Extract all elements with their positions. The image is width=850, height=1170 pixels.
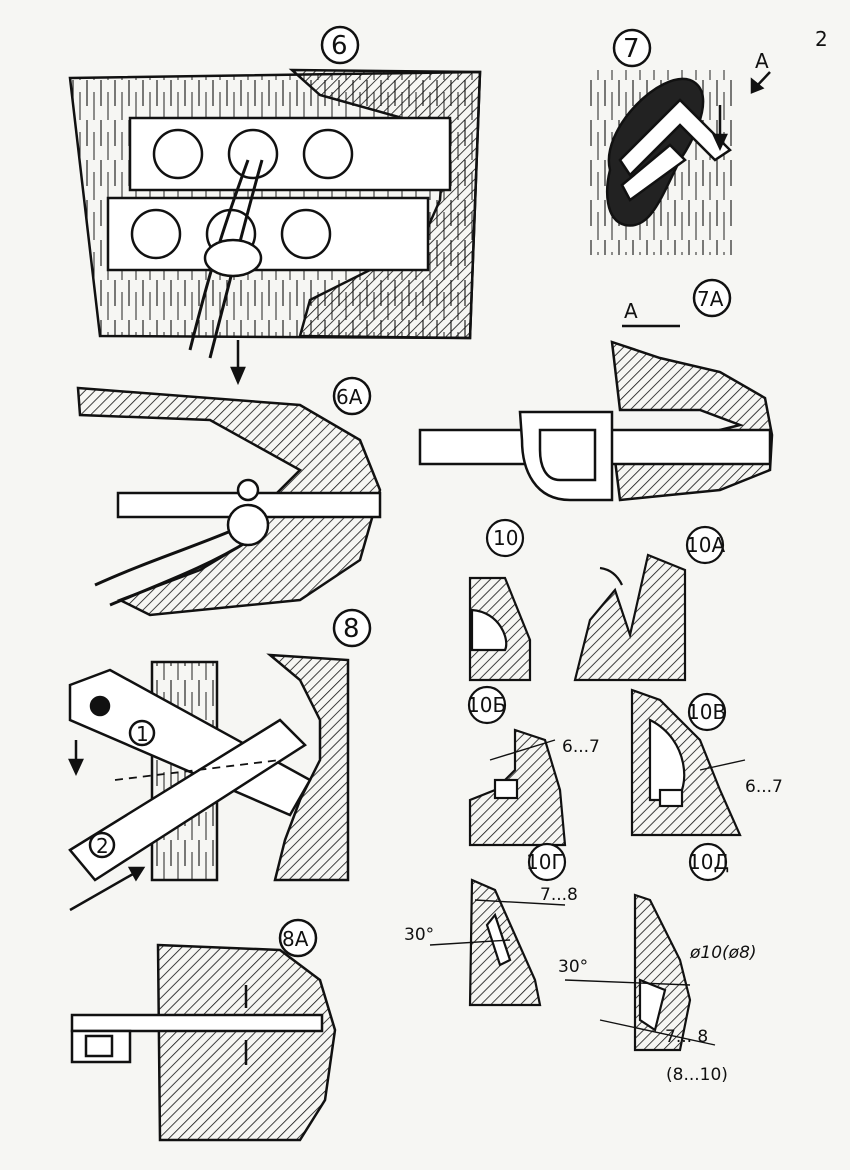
- section-a-mark: А: [755, 49, 769, 73]
- figure-10a: [573, 525, 725, 682]
- section-a-title: А: [624, 299, 638, 323]
- figure-6-label: 6: [331, 31, 348, 61]
- figure-7: [590, 28, 771, 255]
- figure-10: [468, 518, 532, 682]
- marker-2: 2: [96, 834, 109, 858]
- dimension-10d-angle: 30°: [558, 957, 588, 977]
- figure-7-label: 7: [623, 34, 640, 64]
- figure-10d-label: 10Д: [688, 850, 729, 874]
- figure-8: [68, 608, 372, 912]
- dimension-10v: 6...7: [745, 777, 783, 797]
- dimension-10b: 6...7: [562, 737, 600, 757]
- figure-6a-label: 6А: [336, 385, 363, 409]
- dimension-10g-angle: 30°: [404, 925, 434, 945]
- figure-10b: [467, 685, 567, 847]
- page-number: 2: [815, 27, 828, 51]
- figure-8a-label: 8А: [282, 927, 309, 951]
- figure-8-label: 8: [343, 614, 360, 644]
- dimension-10g-length: 7...8: [540, 885, 578, 905]
- dimension-10d-diameter: ø10(ø8): [689, 943, 757, 963]
- figure-7a: [418, 278, 774, 502]
- figure-6: [68, 25, 482, 386]
- figure-10-label: 10: [493, 526, 518, 550]
- figure-7a-label: 7А: [697, 287, 724, 311]
- marker-1: 1: [136, 722, 149, 746]
- figure-10d: [564, 842, 728, 1052]
- figure-8a: [70, 918, 337, 1142]
- figure-10a-label: 10А: [686, 533, 725, 557]
- figure-6a: [76, 376, 382, 617]
- dimension-10d-length-alt: (8...10): [666, 1065, 728, 1085]
- dimension-10d-length: 7... 8: [665, 1027, 708, 1047]
- figure-10b-label: 10Б: [467, 693, 506, 717]
- figure-10v-label: 10В: [687, 700, 726, 724]
- figure-10g: [429, 842, 567, 1007]
- figure-10v: [630, 688, 746, 837]
- figure-10g-label: 10Г: [526, 850, 564, 874]
